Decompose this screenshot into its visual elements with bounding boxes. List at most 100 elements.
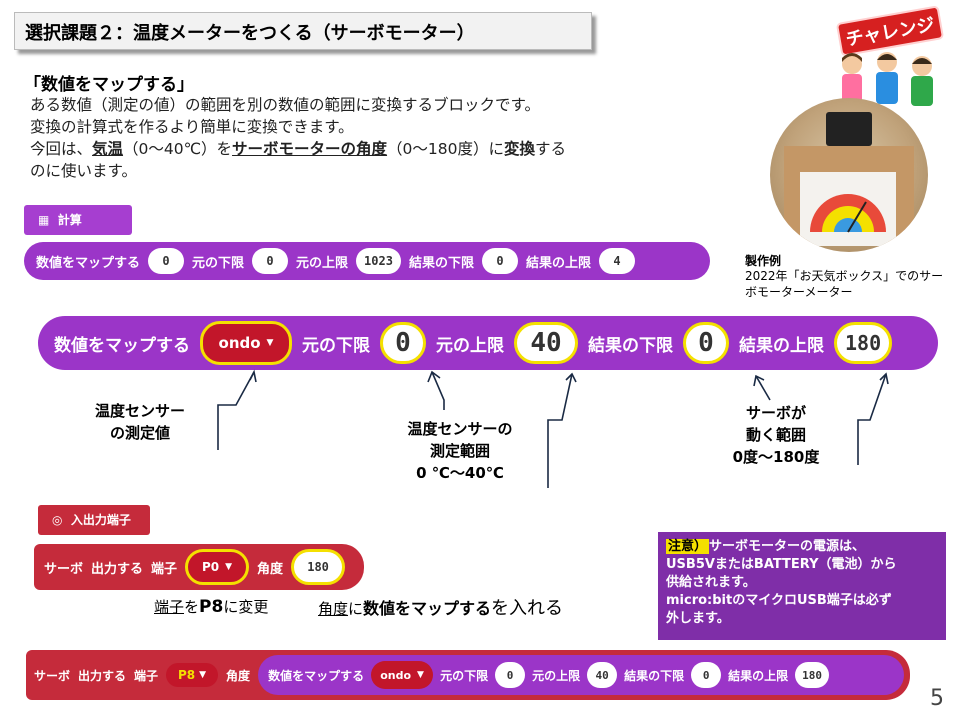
from-high-input[interactable]: 40 (587, 662, 618, 688)
desc-text: 今回は、 (30, 140, 93, 158)
angle-label: 角度 (226, 668, 251, 683)
to-high-label: 結果の上限 (728, 668, 789, 683)
to-high-input[interactable]: 180 (795, 662, 830, 688)
annotation-line: サーボが (745, 404, 806, 422)
desc-text: （0〜40℃）を (123, 140, 233, 158)
annotation-servo-range: サーボが 動く範囲 0度〜180度 (716, 402, 836, 468)
note-insert-map: 角度に数値をマップするを入れる (318, 594, 563, 620)
to-low-label: 結果の下限 (624, 668, 685, 683)
desc-emphasis: 変換 (504, 140, 536, 158)
servo-write-block[interactable]: サーボ 出力する 端子 P0 ▼ 角度 180 (34, 544, 364, 590)
map-block-configured[interactable]: 数値をマップする ondo ▼ 元の下限 0 元の上限 40 結果の下限 0 結果… (38, 316, 938, 370)
from-low-label: 元の下限 (302, 335, 370, 356)
dropdown-value: ondo (380, 668, 412, 682)
desc-emphasis: 気温 (92, 140, 124, 158)
caption-label: 製作例 (745, 254, 782, 268)
caption-text: 2022年「お天気ボックス」でのサーボモーターメーター (745, 269, 944, 299)
map-label: 数値をマップする (54, 335, 190, 356)
from-high-label: 元の上限 (296, 255, 349, 271)
from-low-label: 元の下限 (192, 255, 245, 271)
dropdown-value: P8 (178, 668, 196, 682)
category-calc-label: 計算 (57, 213, 82, 227)
kids-illustration (842, 52, 933, 106)
desc-line: ある数値（測定の値）の範囲を別の数値の範囲に変換するブロックです。 (30, 96, 540, 114)
servo-label: サーボ (44, 561, 84, 577)
caution-line: micro:bitのマイクロUSB端子は必ず (666, 593, 892, 608)
caution-text: サーボモーターの電源は、 (709, 539, 866, 554)
ondo-variable-dropdown[interactable]: ondo ▼ (200, 321, 292, 365)
inner-map-block[interactable]: 数値をマップする ondo▼ 元の下限 0 元の上限 40 結果の下限 0 結果… (258, 655, 904, 695)
map-label: 数値をマップする (36, 255, 141, 271)
caret-down-icon: ▼ (199, 670, 207, 680)
ondo-variable-dropdown[interactable]: ondo ▼ (371, 661, 434, 689)
from-low-input[interactable]: 0 (380, 322, 426, 364)
caution-line: 注意）サーボモーターの電源は、 (666, 538, 938, 556)
angle-input[interactable]: 180 (291, 549, 346, 585)
to-high-label: 結果の上限 (739, 335, 824, 356)
note-text: 数値をマップする (363, 599, 492, 618)
caret-down-icon: ▼ (417, 670, 424, 680)
caret-down-icon: ▼ (225, 562, 233, 572)
desc-line: のに使います。 (30, 162, 137, 180)
from-high-input[interactable]: 40 (514, 322, 578, 364)
section-subtitle: 「数値をマップする」 (24, 75, 194, 95)
annotation-sensor-range: 温度センサーの 測定範囲 0 ℃〜40℃ (380, 418, 540, 484)
angle-label: 角度 (257, 561, 284, 577)
caution-line: USB5VまたはBATTERY（電池）から (666, 557, 897, 572)
to-high-input[interactable]: 180 (834, 322, 893, 364)
note-text: を入れる (491, 598, 564, 619)
from-high-input[interactable]: 1023 (356, 248, 401, 274)
to-low-label: 結果の下限 (588, 335, 673, 356)
from-high-label: 元の上限 (532, 668, 581, 683)
map-block-default[interactable]: 数値をマップする 0 元の下限 0 元の上限 1023 結果の下限 0 結果の上… (24, 242, 710, 280)
example-photo (770, 98, 928, 252)
to-high-input[interactable]: 4 (598, 248, 635, 274)
output-label: 出力する (78, 668, 127, 683)
map-value-input[interactable]: 0 (148, 248, 185, 274)
desc-text: する (535, 140, 567, 158)
annotation-line: 温度センサーの (407, 420, 513, 438)
note-text: P8 (199, 597, 224, 617)
annotation-line: 温度センサー (94, 402, 185, 420)
caution-line: 外します。 (666, 611, 730, 626)
slide-title: 選択課題２：温度メーターをつくる（サーボモーター） (14, 12, 592, 50)
annotation-line: 動く範囲 (745, 426, 806, 444)
note-text: 端子 (154, 598, 185, 616)
to-low-input[interactable]: 0 (481, 248, 518, 274)
servo-label: サーボ (34, 668, 71, 683)
calculator-icon: ▦ (38, 213, 50, 227)
note-change-pin: 端子をP8に変更 (154, 596, 268, 617)
annotation-sensor-value: 温度センサー の測定値 (70, 400, 210, 444)
pin-dropdown[interactable]: P0 ▼ (185, 549, 250, 585)
category-calc-tab[interactable]: ▦ 計算 (24, 205, 132, 235)
desc-emphasis: サーボモーターの角度 (232, 140, 388, 158)
to-high-label: 結果の上限 (525, 255, 591, 271)
from-low-label: 元の下限 (440, 668, 489, 683)
from-low-input[interactable]: 0 (495, 662, 526, 688)
to-low-label: 結果の下限 (408, 255, 474, 271)
pin-label: 端子 (151, 561, 178, 577)
target-icon: ◎ (52, 513, 63, 527)
servo-map-combined-block[interactable]: サーボ 出力する 端子 P8▼ 角度 数値をマップする ondo▼ 元の下限 0… (26, 650, 910, 700)
caution-heading: 注意） (666, 539, 710, 554)
annotation-line: 0度〜180度 (732, 448, 820, 466)
output-label: 出力する (91, 561, 144, 577)
desc-line: 今回は、気温（0〜40℃）をサーボモーターの角度（0〜180度）に変換する (30, 138, 670, 160)
pin-label: 端子 (134, 668, 159, 683)
to-low-input[interactable]: 0 (691, 662, 722, 688)
to-low-input[interactable]: 0 (683, 322, 729, 364)
caution-box: 注意）サーボモーターの電源は、 USB5VまたはBATTERY（電池）から 供給… (658, 532, 946, 640)
from-high-label: 元の上限 (436, 335, 504, 356)
from-low-input[interactable]: 0 (252, 248, 289, 274)
category-io-label: 入出力端子 (70, 513, 131, 527)
dropdown-value: P0 (202, 560, 220, 574)
page-number: 5 (930, 686, 944, 711)
pin-dropdown[interactable]: P8▼ (166, 663, 219, 687)
description: ある数値（測定の値）の範囲を別の数値の範囲に変換するブロックです。 変換の計算式… (30, 94, 670, 182)
desc-text: （0〜180度）に (387, 140, 504, 158)
category-io-tab[interactable]: ◎ 入出力端子 (38, 505, 150, 535)
caution-line: 供給されます。 (666, 575, 756, 590)
note-text: に (348, 600, 364, 618)
caret-down-icon: ▼ (266, 338, 274, 348)
dropdown-value: ondo (218, 334, 261, 352)
